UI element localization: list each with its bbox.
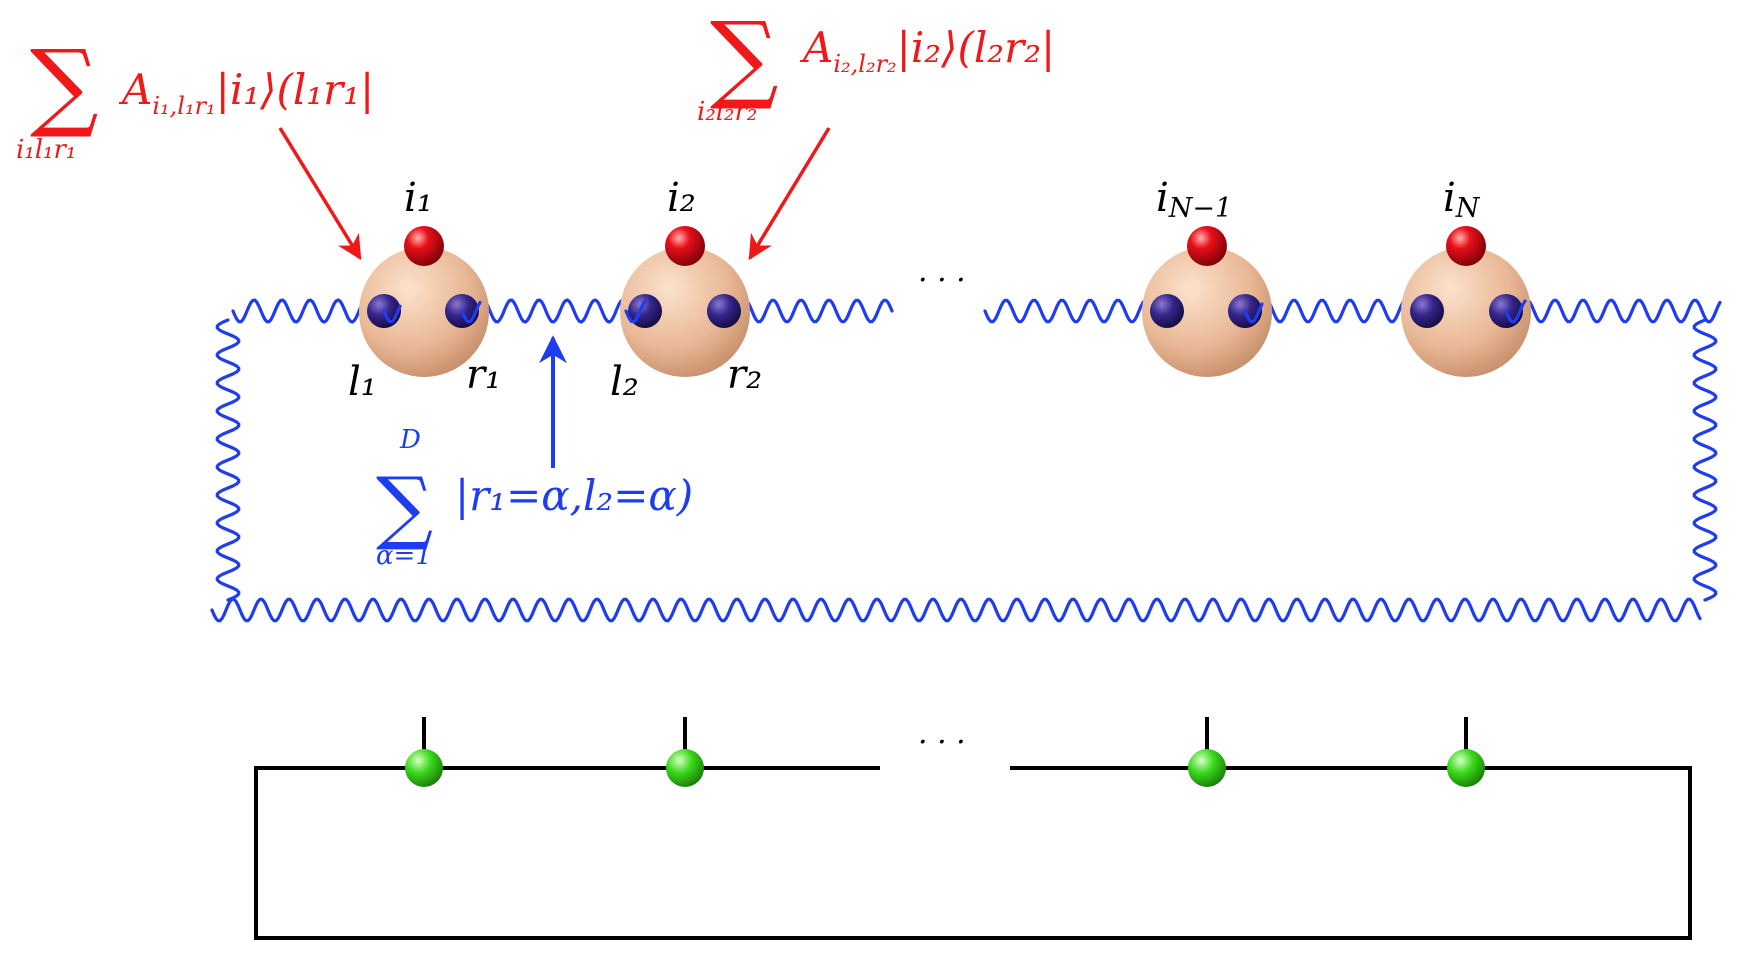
summation-sign: ∑ (30, 29, 99, 141)
ellipsis-bottom: · · · (918, 725, 966, 760)
summation-subscript: α=1 (376, 541, 432, 571)
simplified-mps-ring (254, 717, 1692, 940)
virtual-bond-waves (210, 298, 1722, 623)
site-body-sphere (1142, 247, 1272, 377)
tensor-node-n (1447, 749, 1485, 787)
site-body-sphere (359, 247, 489, 377)
physical-index-ball (1446, 226, 1486, 266)
left-index-label-2: l₂ (610, 359, 639, 405)
tensor-node-n-minus-1 (1188, 749, 1226, 787)
site2-annotation-arrow (748, 127, 831, 261)
physical-label-1: i₁ (404, 175, 433, 221)
bond-wave-dots-n1 (983, 298, 1169, 324)
right-virtual-index-ball (707, 294, 741, 328)
physical-label-2: i₂ (667, 175, 696, 221)
tensor-expression: Ai₂,l₂r₂|i₂⟩(l₂r₂| (799, 23, 1055, 78)
bond-overlay-2 (460, 300, 482, 324)
bond-wave-n1-n (1243, 298, 1429, 324)
summation-upper-limit: D (399, 425, 421, 455)
site-tensor-n-minus-1 (1142, 226, 1272, 377)
summation-sign: ∑ (376, 460, 433, 553)
summation-subscript: i₁l₁r₁ (16, 135, 76, 165)
left-index-label-1: l₁ (348, 359, 377, 405)
tensor-expression: Ai₁,l₁r₁|i₁⟩(l₁r₁| (118, 65, 374, 120)
site1-annotation-arrow (278, 127, 362, 261)
ellipsis-top: · · · (918, 263, 966, 298)
site-body-sphere (1401, 247, 1531, 377)
site-body-sphere (620, 247, 750, 377)
bond-overlay-4 (1243, 302, 1264, 324)
physical-index-ball (1187, 226, 1227, 266)
bond-wave-right-side (1692, 318, 1718, 602)
tensor-node-1 (405, 749, 443, 787)
ring-bond-left (254, 766, 1692, 940)
right-index-label-1: r₁ (466, 352, 501, 398)
tensor-node-2 (666, 749, 704, 787)
physical-label-n-minus-1: iN−1 (1156, 175, 1232, 224)
physical-label-n: iN (1443, 175, 1481, 224)
left-virtual-index-ball (1410, 294, 1444, 328)
bond-wave-overlays (382, 299, 1527, 324)
bond-overlay-3 (624, 299, 647, 324)
bond-wave-left-end (231, 298, 386, 324)
bond-wave-1-2 (460, 298, 647, 324)
physical-index-ball (404, 226, 444, 266)
bond-overlay-1 (382, 304, 402, 324)
bond-wave-2-dots (722, 298, 894, 324)
summation-sign: ∑ (710, 1, 779, 113)
bond-wave-right-end (1504, 298, 1722, 324)
summation-subscript: i₂l₂r₂ (697, 97, 757, 127)
left-virtual-index-ball (1150, 294, 1184, 328)
site1-tensor-annotation: ∑ i₁l₁r₁ Ai₁,l₁r₁|i₁⟩(l₁r₁| (16, 29, 374, 165)
bond-state-expression: |r₁=α,l₂=α) (455, 471, 693, 520)
bond-state-annotation: D ∑ α=1 |r₁=α,l₂=α) (376, 425, 693, 571)
bond-wave-left-side (215, 318, 241, 602)
physical-index-ball (665, 226, 705, 266)
site-tensor-n (1401, 226, 1531, 377)
site2-tensor-annotation: ∑ i₂l₂r₂ Ai₂,l₂r₂|i₂⟩(l₂r₂| (697, 1, 1055, 127)
right-index-label-2: r₂ (727, 352, 762, 398)
bond-overlay-5 (1504, 299, 1527, 324)
bond-wave-bottom (210, 597, 1702, 623)
